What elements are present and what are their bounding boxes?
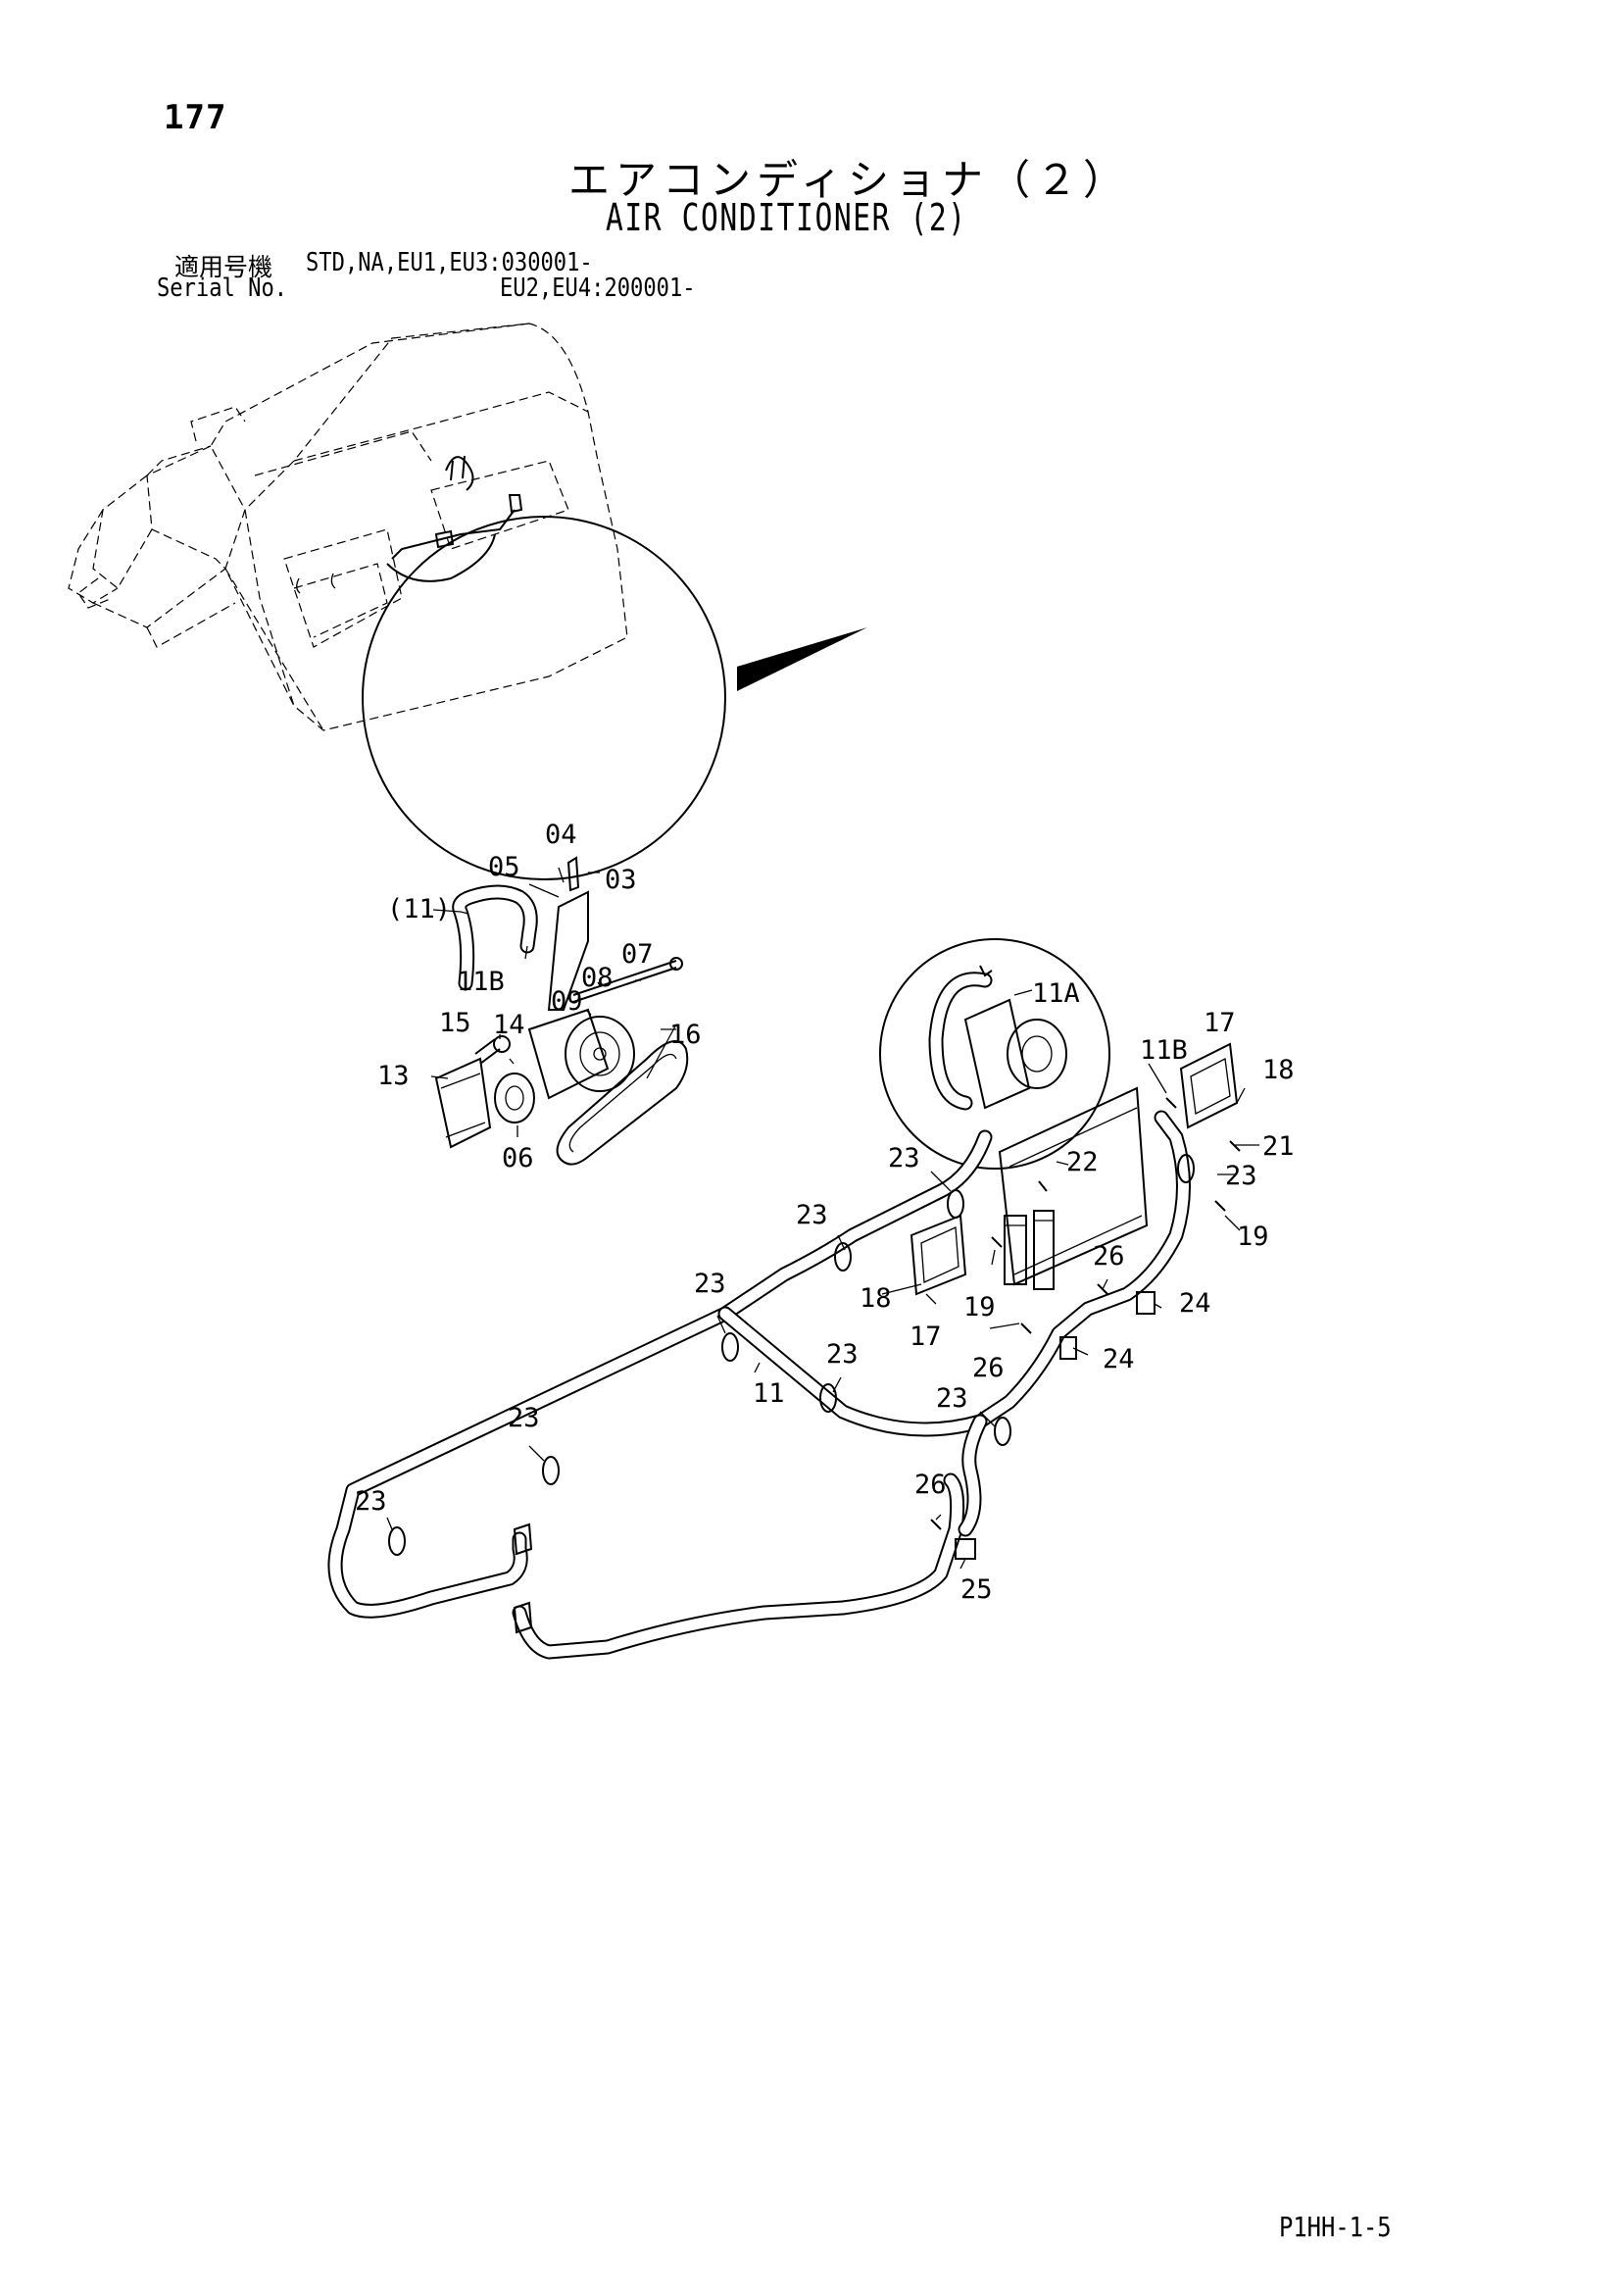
callout-21: 21 (1262, 1131, 1295, 1162)
callout-17-top: 17 (1204, 1008, 1236, 1038)
callout-26-lower: 26 (914, 1470, 947, 1500)
callout-26-mid: 26 (972, 1353, 1005, 1383)
callout-24-mid: 24 (1103, 1344, 1135, 1374)
callout-23-right: 23 (1225, 1161, 1257, 1191)
callout-06: 06 (502, 1143, 534, 1173)
callout-23-left: 23 (508, 1403, 540, 1433)
callout-25: 25 (960, 1574, 993, 1605)
hose-routing-assembly (327, 1042, 1241, 1660)
callout-23-left-junction: 23 (694, 1269, 726, 1299)
serial-range-2: EU2,EU4:200001- (500, 274, 696, 303)
callout-04: 04 (545, 820, 577, 850)
callout-22: 22 (1066, 1147, 1099, 1177)
serial-label: Serial No. (157, 274, 288, 303)
callout-03: 03 (605, 865, 637, 895)
serial-range-1: STD,NA,EU1,EU3:030001- (306, 248, 593, 277)
callout-leaders (386, 867, 1259, 1570)
drawing-code: P1HH-1-5 (1279, 2211, 1392, 2243)
page-title-japanese: エアコンディショナ（２） (568, 156, 1131, 204)
page-number: 177 (164, 98, 227, 137)
callout-11b-detail: 11B (457, 967, 505, 997)
compressor-detail-view (362, 516, 867, 1166)
callout-13: 13 (377, 1061, 410, 1091)
callout-23-upper-right: 23 (888, 1143, 920, 1173)
callout-08: 08 (581, 963, 614, 993)
callout-23-lower-mid: 23 (936, 1383, 968, 1414)
callout-16: 16 (669, 1020, 702, 1050)
excavator-overview-illustration (68, 323, 628, 731)
callout-09: 09 (551, 986, 583, 1017)
callout-19-right: 19 (1237, 1222, 1269, 1252)
callout-23-mid: 23 (826, 1339, 859, 1370)
callout-14: 14 (493, 1010, 525, 1040)
callout-07: 07 (621, 939, 654, 970)
callout-11: 11 (753, 1378, 785, 1409)
callout-17-mid: 17 (910, 1322, 942, 1352)
callout-23-far-left: 23 (355, 1486, 387, 1517)
callout-18-mid: 18 (860, 1283, 892, 1314)
compressor-hose-detail-view (879, 938, 1110, 1170)
callout-23-upper-mid: 23 (796, 1200, 828, 1230)
callout-24-right: 24 (1179, 1288, 1211, 1319)
callout-11-reference: (11) (387, 894, 451, 924)
callout-15: 15 (439, 1008, 471, 1038)
callout-19-mid: 19 (963, 1292, 996, 1323)
serial-label-japanese: 適用号機 (174, 253, 273, 281)
callout-18-top: 18 (1262, 1055, 1295, 1085)
page-title: AIR CONDITIONER (2) (606, 196, 967, 239)
callout-11a: 11A (1032, 978, 1080, 1009)
callout-26-upper: 26 (1093, 1241, 1125, 1272)
callout-11b: 11B (1140, 1035, 1188, 1066)
callout-labels: 04 05 03 (11) 07 08 11B 09 15 14 16 13 0… (355, 820, 1295, 1605)
callout-05: 05 (488, 852, 520, 882)
